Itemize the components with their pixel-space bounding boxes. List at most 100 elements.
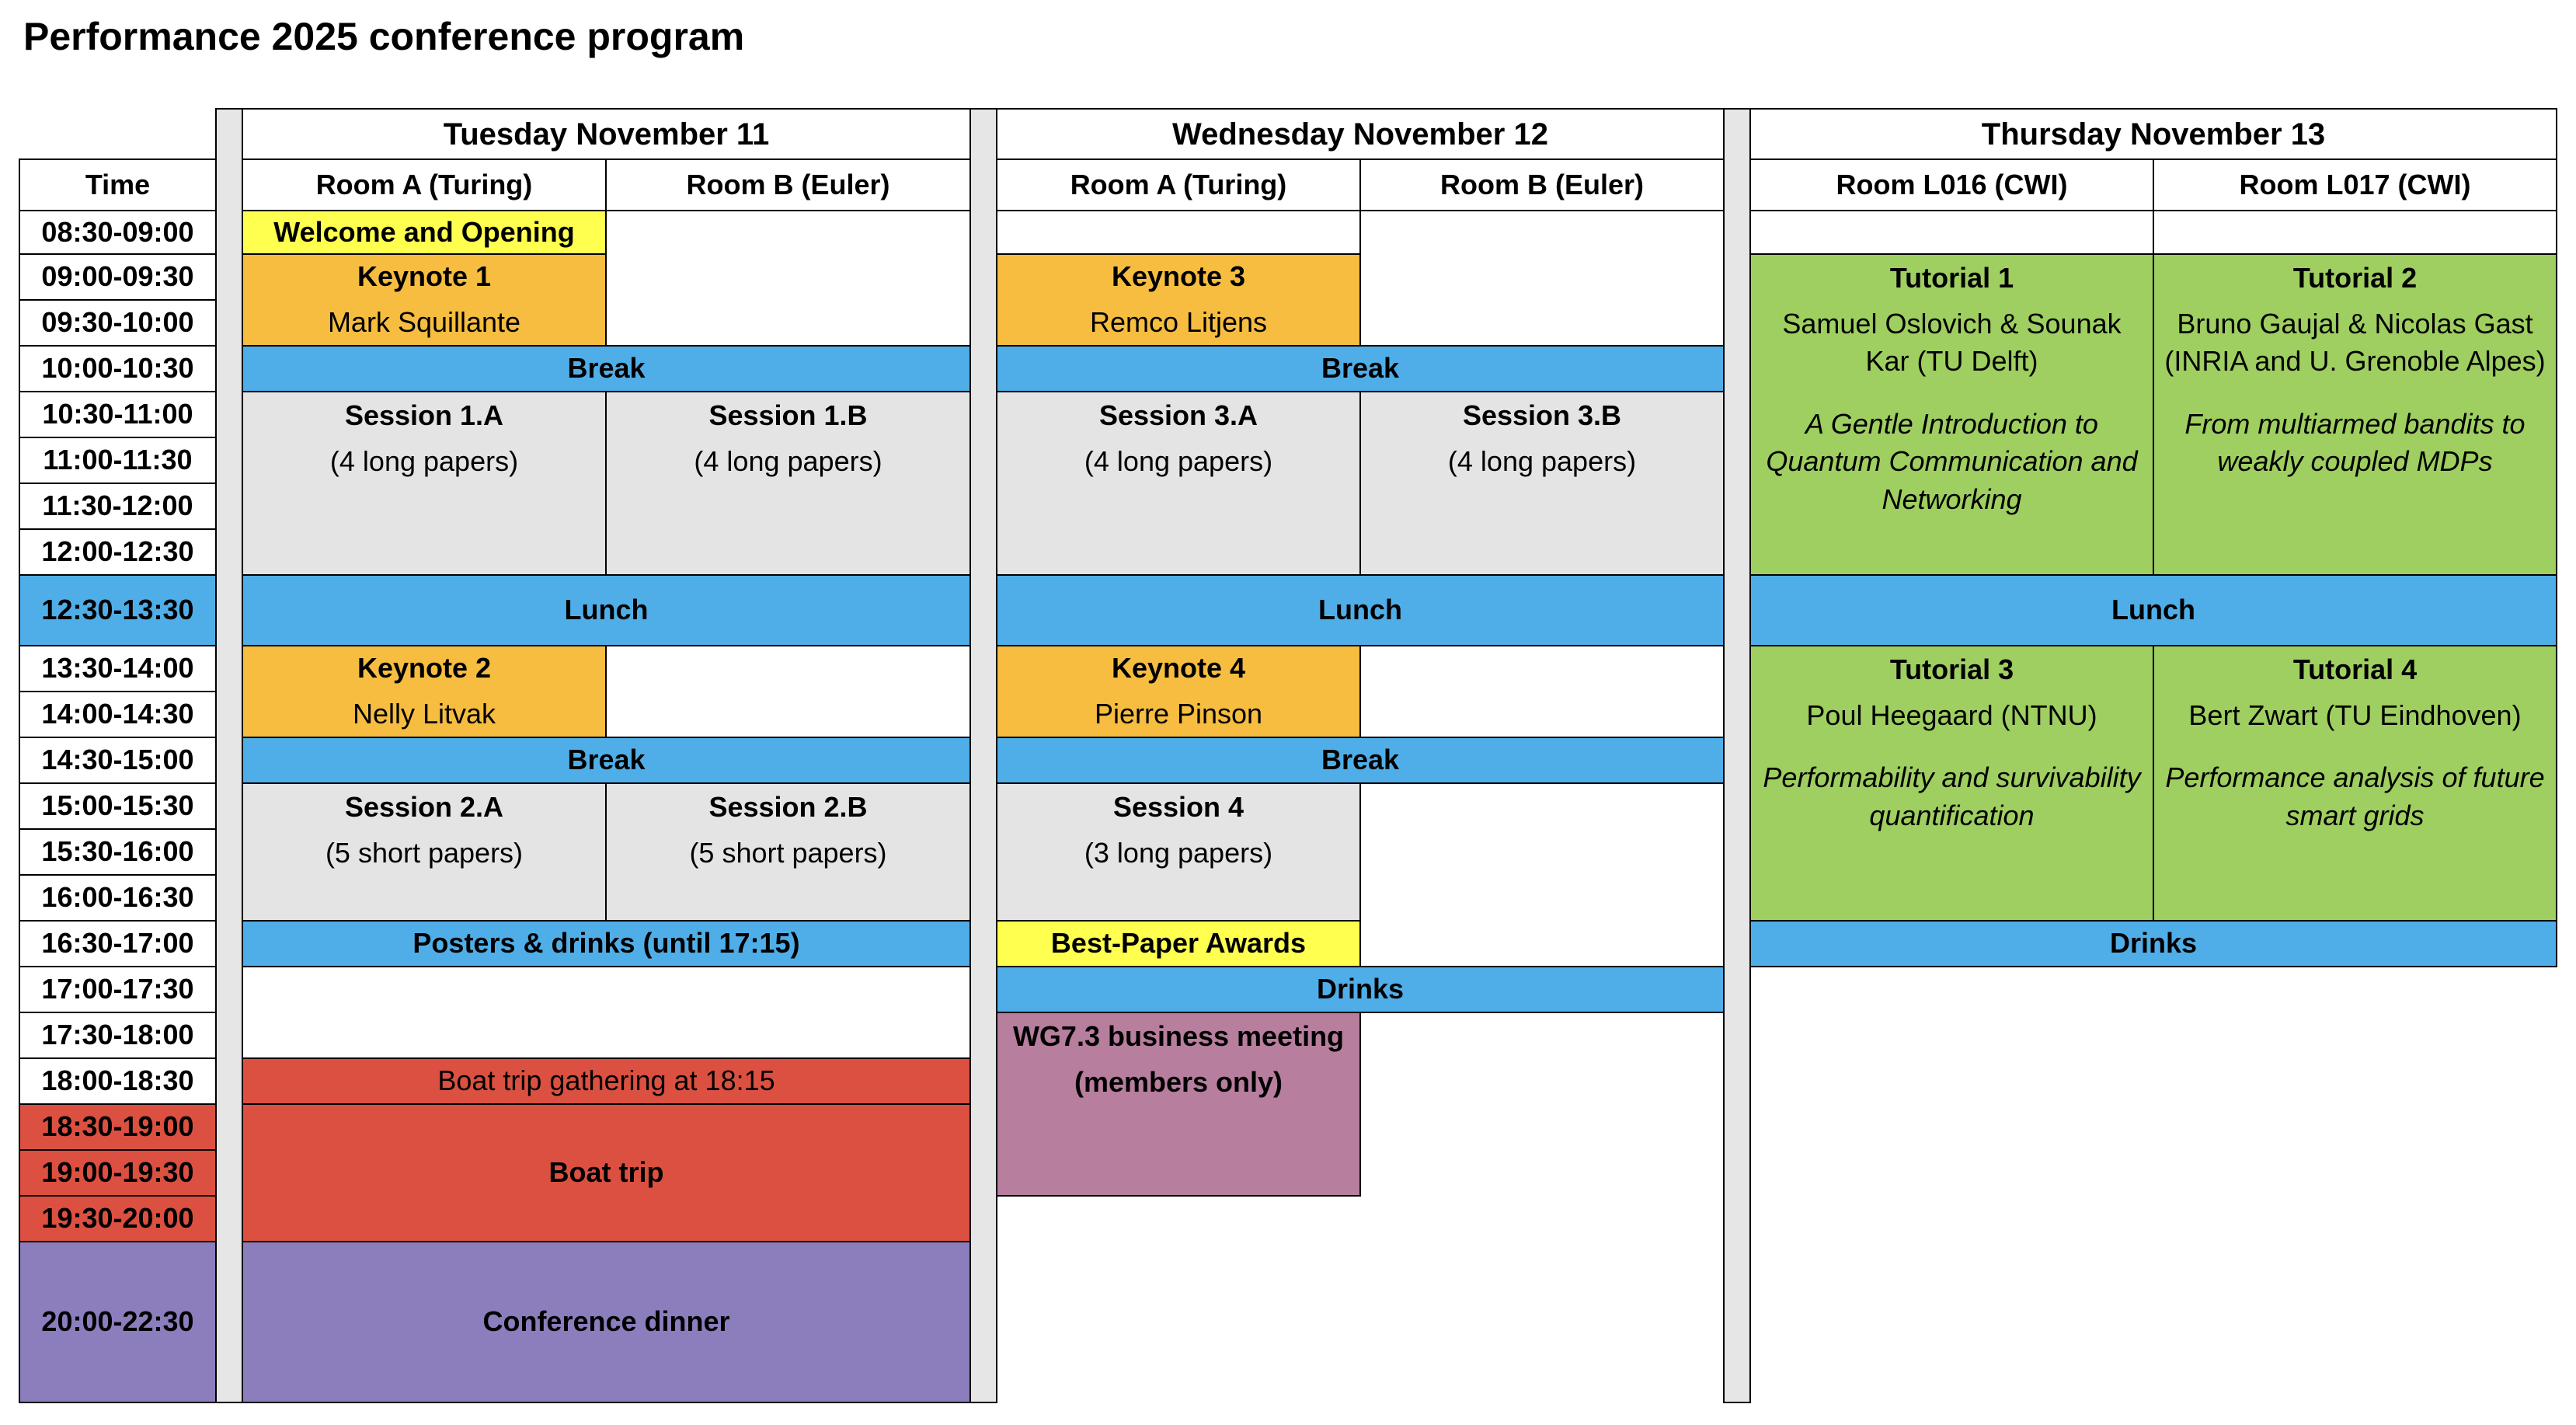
time-slot: 16:00-16:30 xyxy=(19,874,217,922)
event-boat-trip-gathering-at-18-15: Boat trip gathering at 18:15 xyxy=(242,1057,971,1105)
event-line: From multiarmed bandits to weakly couple… xyxy=(2184,407,2526,478)
time-slot-label: 11:00-11:30 xyxy=(43,444,193,476)
room-header: Room B (Euler) xyxy=(605,159,971,211)
event-break: Break xyxy=(242,737,971,784)
time-slot: 19:30-20:00 xyxy=(19,1195,217,1242)
event-line: Session 1.A xyxy=(344,399,504,431)
event-break: Break xyxy=(242,345,971,392)
event-session-3-a: Session 3.A (4 long papers) xyxy=(996,391,1361,576)
event-line: Lunch xyxy=(564,594,649,626)
time-slot: 16:30-17:00 xyxy=(19,920,217,967)
room-header-label: Room A (Turing) xyxy=(1070,168,1287,200)
room-header: Room A (Turing) xyxy=(242,159,607,211)
event-line: Drinks xyxy=(2109,927,2198,960)
event-line: Keynote 3 xyxy=(1111,260,1246,293)
event-line: Tutorial 3 xyxy=(1889,653,2014,685)
event-line: Best-Paper Awards xyxy=(1050,927,1307,960)
time-slot: 17:30-18:00 xyxy=(19,1012,217,1059)
room-header-label: Room B (Euler) xyxy=(1439,168,1644,200)
event-wg7-3-business-meeting: WG7.3 business meeting(members only) xyxy=(996,1012,1361,1197)
time-slot-label: 16:00-16:30 xyxy=(41,881,194,914)
time-slot-label: 08:30-09:00 xyxy=(41,215,194,248)
time-slot: 18:00-18:30 xyxy=(19,1057,217,1105)
time-slot-label: 20:00-22:30 xyxy=(41,1305,194,1338)
time-slot: 12:00-12:30 xyxy=(19,528,217,576)
time-slot-label: 13:30-14:00 xyxy=(41,652,194,685)
event-session-4: Session 4(3 long papers) xyxy=(996,782,1361,922)
time-slot-label: 11:30-12:00 xyxy=(42,490,193,522)
event-line: Session 3.B xyxy=(1462,399,1622,431)
event-line: Tutorial 4 xyxy=(2292,653,2418,685)
event-break: Break xyxy=(996,345,1725,392)
event-line: (5 short papers) xyxy=(689,836,887,869)
event-cell xyxy=(1359,210,1725,347)
event-line: Keynote 2 xyxy=(357,652,492,685)
time-slot-label: 12:00-12:30 xyxy=(41,535,194,568)
time-slot-label: 15:00-15:30 xyxy=(41,789,194,822)
time-slot-label: 18:00-18:30 xyxy=(41,1064,194,1097)
event-line: (3 long papers) xyxy=(1084,836,1273,869)
time-slot-label: 15:30-16:00 xyxy=(41,835,194,868)
event-line: A Gentle Introduction to Quantum Communi… xyxy=(1766,407,2138,515)
event-posters-drinks-until-17-15: Posters & drinks (until 17:15) xyxy=(242,920,971,967)
time-slot-label: 10:30-11:00 xyxy=(42,398,193,430)
event-line: Performability and survivability quantif… xyxy=(1763,761,2141,831)
event-line: (4 long papers) xyxy=(1084,444,1273,477)
event-drinks: Drinks xyxy=(1749,920,2557,967)
time-slot: 14:30-15:00 xyxy=(19,737,217,784)
event-best-paper-awards: Best-Paper Awards xyxy=(996,920,1361,967)
event-line: Tutorial 1 xyxy=(1889,262,2014,294)
event-line: Session 2.A xyxy=(344,791,504,823)
time-slot: 11:30-12:00 xyxy=(19,483,217,530)
event-line: Session 3.A xyxy=(1098,399,1258,431)
event-line: Keynote 1 xyxy=(357,260,492,293)
event-lunch: Lunch xyxy=(996,574,1725,646)
time-slot: 18:30-19:00 xyxy=(19,1103,217,1151)
time-slot-label: 19:30-20:00 xyxy=(41,1202,194,1235)
event-line: Samuel Oslovich & Sounak Kar (TU Delft) xyxy=(1782,307,2122,378)
event-line: Boat trip xyxy=(548,1156,664,1189)
event-line: (4 long papers) xyxy=(1447,444,1637,477)
event-break: Break xyxy=(996,737,1725,784)
event-line: (members only) xyxy=(1074,1065,1283,1098)
event-line: (4 long papers) xyxy=(694,444,882,477)
event-session-2-a: Session 2.A(5 short papers) xyxy=(242,782,607,922)
time-slot-label: 12:30-13:30 xyxy=(41,594,194,626)
time-slot: 11:00-11:30 xyxy=(19,437,217,484)
time-slot: 13:30-14:00 xyxy=(19,645,217,692)
time-slot-label: 09:30-10:00 xyxy=(41,306,194,339)
event-cell xyxy=(242,966,971,1059)
time-slot: 19:00-19:30 xyxy=(19,1149,217,1197)
event-tutorial-1: Tutorial 1 Samuel Oslovich & Sounak Kar (… xyxy=(1749,253,2154,576)
time-slot: 09:00-09:30 xyxy=(19,253,217,301)
event-line: Session 2.B xyxy=(708,791,868,823)
event-line: Drinks xyxy=(1316,973,1405,1005)
day-header-label: Wednesday November 12 xyxy=(1172,117,1548,152)
time-slot-label: 14:00-14:30 xyxy=(41,698,194,730)
event-line: Performance analysis of future smart gri… xyxy=(2165,761,2545,831)
event-line: Bert Zwart (TU Eindhoven) xyxy=(2188,699,2522,731)
event-line: Conference dinner xyxy=(482,1305,730,1338)
time-slot: 10:00-10:30 xyxy=(19,345,217,392)
room-header-label: Room B (Euler) xyxy=(686,168,890,200)
room-header: Room L016 (CWI) xyxy=(1749,159,2154,211)
event-line: Break xyxy=(567,352,646,385)
event-line: Session 1.B xyxy=(708,399,868,431)
room-header: Room B (Euler) xyxy=(1359,159,1725,211)
event-line: Lunch xyxy=(2111,594,2195,626)
event-line: Welcome and Opening xyxy=(273,215,575,248)
time-slot: 17:00-17:30 xyxy=(19,966,217,1013)
event-line: Posters & drinks (until 17:15) xyxy=(413,927,800,960)
time-slot-label: 17:30-18:00 xyxy=(41,1019,194,1051)
time-slot-label: 09:00-09:30 xyxy=(41,260,194,293)
page-title: Performance 2025 conference program xyxy=(23,15,745,58)
event-session-1-a: Session 1.A(4 long papers) xyxy=(242,391,607,576)
time-slot-label: 18:30-19:00 xyxy=(41,1110,194,1143)
day-header-label: Thursday November 13 xyxy=(1981,117,2326,152)
time-slot-label: 14:30-15:00 xyxy=(41,744,194,776)
